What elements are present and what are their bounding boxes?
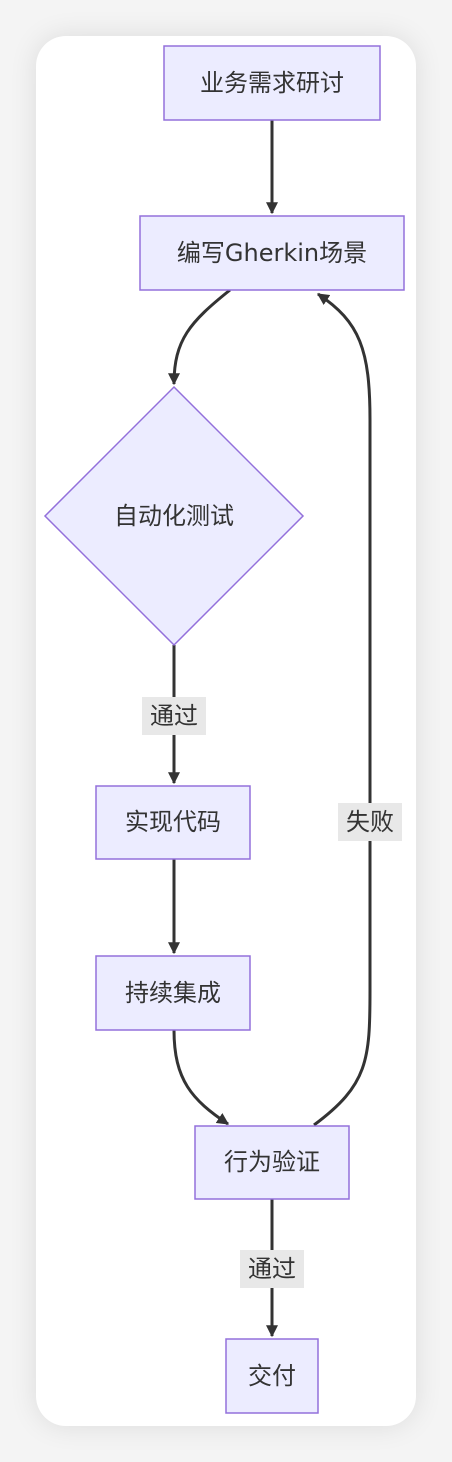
edge-label-text: 通过: [248, 1255, 296, 1283]
node-delivery: 交付: [225, 1338, 319, 1414]
edge-e-to-f: [172, 1029, 229, 1126]
edge-b-to-c: [168, 288, 231, 386]
node-label: 持续集成: [125, 979, 221, 1007]
node-business-requirement-workshop: 业务需求研讨: [163, 45, 381, 121]
edge-label-f-to-b: 失败: [338, 803, 402, 841]
node-behavior-verification: 行为验证: [194, 1125, 350, 1200]
edge-label-text: 失败: [346, 808, 394, 836]
edge-label-c-to-d: 通过: [142, 697, 206, 735]
node-label: 交付: [248, 1362, 296, 1390]
node-continuous-integration: 持续集成: [95, 955, 251, 1031]
node-label: 实现代码: [125, 808, 221, 836]
node-label: 行为验证: [224, 1148, 320, 1176]
node-label: 业务需求研讨: [200, 69, 344, 97]
edge-label-text: 通过: [150, 702, 198, 730]
node-write-gherkin-scenario: 编写Gherkin场景: [139, 215, 405, 291]
node-label: 自动化测试: [114, 502, 234, 530]
node-automated-test-decision: 自动化测试: [43, 385, 305, 647]
node-implement-code: 实现代码: [95, 785, 251, 860]
edge-label-f-to-g: 通过: [240, 1250, 304, 1288]
node-label: 编写Gherkin场景: [177, 239, 367, 267]
edge-f-to-b: [313, 292, 372, 1127]
